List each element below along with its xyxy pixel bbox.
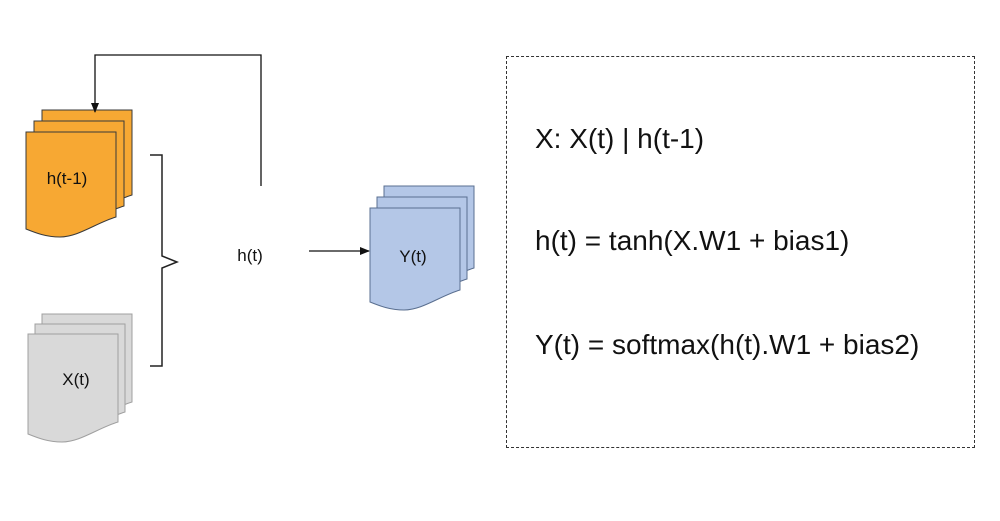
equations-box: X: X(t) | h(t-1) h(t) = tanh(X.W1 + bias… <box>506 56 975 448</box>
hidden-prev-label: h(t-1) <box>47 169 88 188</box>
hidden-prev-node: h(t-1) <box>25 109 133 238</box>
output-label: Y(t) <box>399 247 426 266</box>
hidden-state-equation: h(t) = tanh(X.W1 + bias1) <box>535 225 850 256</box>
output-node: Y(t) <box>369 185 475 311</box>
input-equation: X: X(t) | h(t-1) <box>535 123 705 154</box>
input-page-front <box>27 333 119 443</box>
recurrent-arrow <box>91 54 262 186</box>
hidden-label: h(t) <box>237 246 263 265</box>
output-equation: Y(t) = softmax(h(t).W1 + bias2) <box>535 329 920 360</box>
input-node: X(t) <box>27 313 133 443</box>
combine-brace <box>150 154 180 367</box>
hidden-prev-page-front <box>25 131 117 238</box>
output-page-front <box>369 207 461 311</box>
input-label: X(t) <box>62 370 89 389</box>
